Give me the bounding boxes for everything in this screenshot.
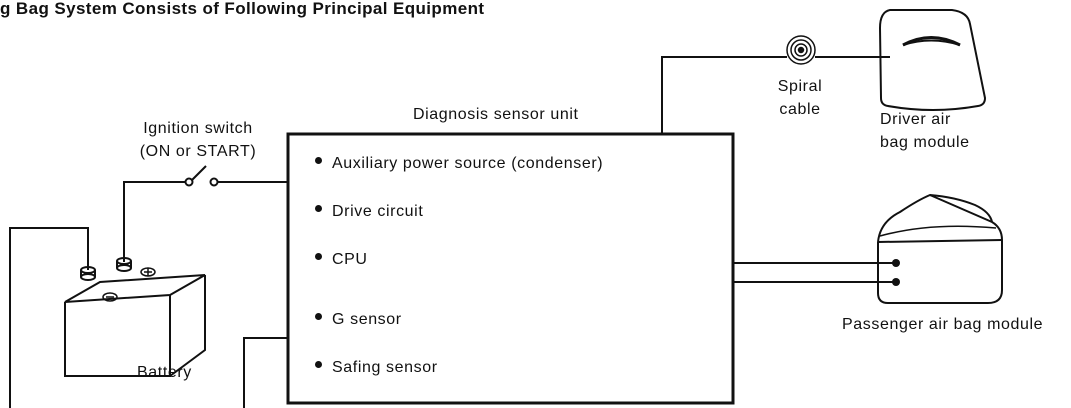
bullet-icon — [315, 253, 322, 261]
battery — [64, 257, 206, 377]
driver-airbag-label-line1: Driver air — [880, 111, 951, 128]
bullet-icon — [315, 361, 322, 369]
spiral-cable-label-line1: Spiral — [777, 78, 823, 95]
spiral-cable-label-line2: cable — [779, 101, 821, 118]
ignition-state-label: (ON or START) — [139, 143, 257, 160]
passenger-airbag-label: Passenger air bag module — [842, 316, 1044, 333]
bullet-icon — [315, 205, 322, 213]
wire-battery-negative — [9, 227, 89, 408]
diagnosis-sensor-unit-label: Diagnosis sensor unit — [413, 106, 579, 123]
passenger-connector-1 — [892, 259, 900, 267]
diagnosis-sensor-unit-box — [286, 132, 735, 405]
battery-label: Battery — [137, 364, 192, 381]
unit-item-cpu: CPU — [315, 251, 368, 269]
wire-unit-to-spiral-cable — [661, 56, 787, 134]
wire-unit-ground — [243, 337, 288, 408]
unit-item-drive-circuit: Drive circuit — [315, 203, 423, 221]
passenger-air-bag-module — [877, 193, 1003, 304]
unit-item-safing-sensor: Safing sensor — [315, 359, 438, 377]
ignition-switch-symbol — [184, 165, 219, 187]
unit-item-g-sensor: G sensor — [315, 311, 402, 329]
bullet-icon — [315, 157, 322, 165]
driver-airbag-label-line2: bag module — [880, 134, 970, 151]
bullet-icon — [315, 313, 322, 321]
diagram-caption: g Bag System Consists of Following Princ… — [0, 0, 485, 18]
spiral-cable-icon — [786, 35, 816, 65]
passenger-connector-2 — [892, 278, 900, 286]
unit-item-auxiliary-power: Auxiliary power source (condenser) — [315, 155, 603, 173]
driver-air-bag-module — [878, 9, 987, 111]
ignition-switch-label: Ignition switch — [143, 120, 253, 137]
wire-battery-to-ignition — [123, 181, 185, 262]
